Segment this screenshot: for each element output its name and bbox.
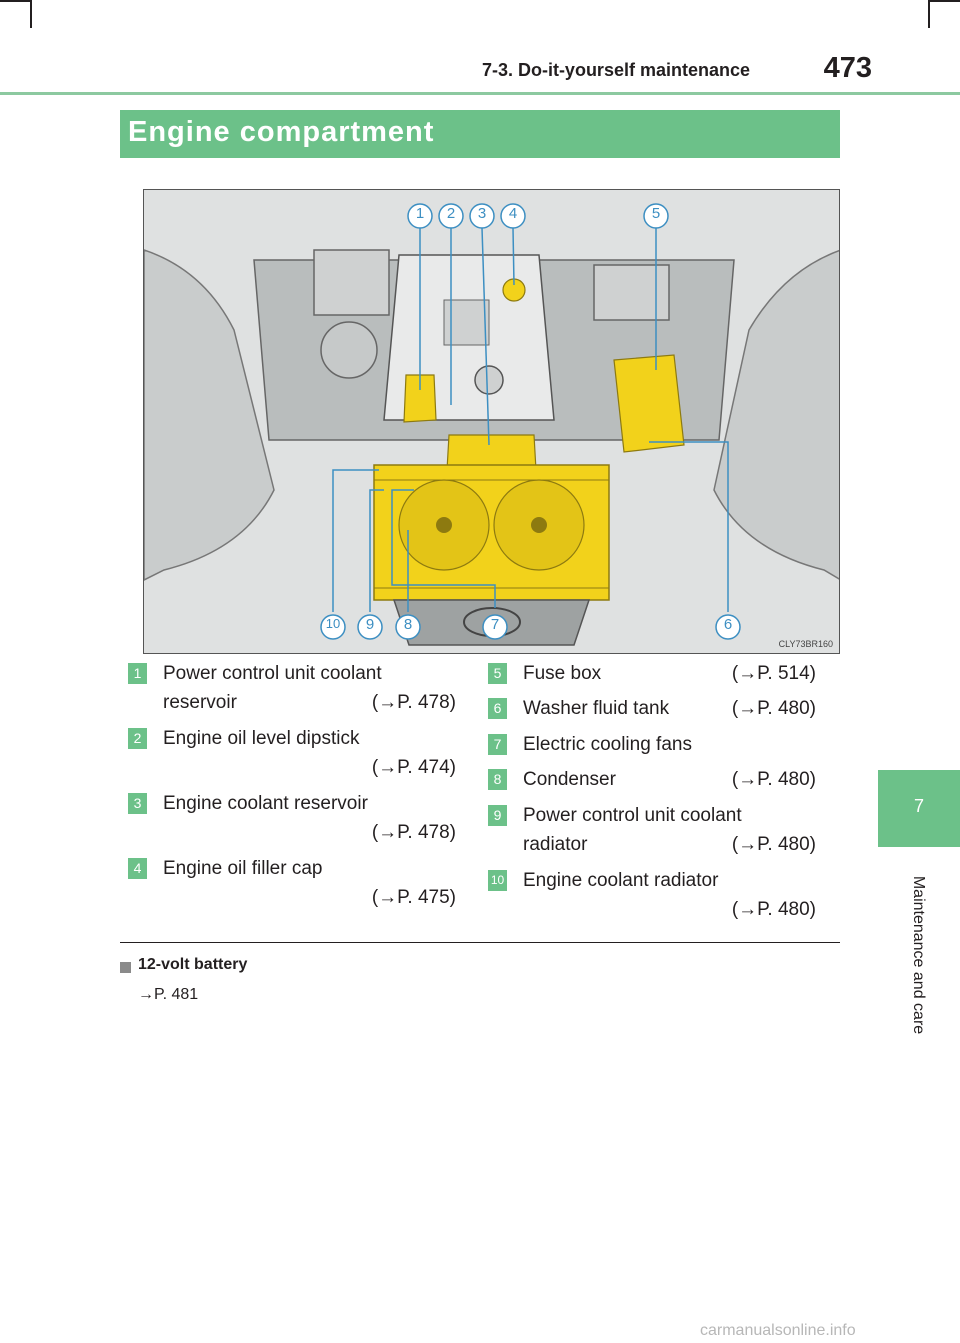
engine-drawing (144, 190, 839, 653)
engine-illustration: 1 2 3 4 5 6 7 8 9 10 CLY73BR160 (143, 189, 840, 654)
page-reference: (→P. 475) (371, 887, 456, 908)
crop-mark (0, 0, 30, 2)
header-section-title: 7-3. Do-it-yourself maintenance (481, 60, 750, 80)
note-bullet-icon (120, 962, 131, 973)
section-title: Engine compartment (128, 116, 435, 148)
callout-label: 1 (415, 205, 425, 222)
header-rule (0, 92, 960, 95)
page-reference: (→P. 478) (371, 822, 456, 843)
crop-mark (930, 0, 960, 2)
chapter-side-label: Maintenance and care (906, 855, 930, 1055)
crop-mark (30, 0, 32, 28)
legend-number-badge: 6 (488, 698, 507, 719)
legend-number-badge: 9 (488, 805, 507, 826)
callout-label: 3 (477, 205, 487, 222)
chapter-number: 7 (913, 796, 924, 816)
callout-label: 8 (403, 616, 413, 633)
page-reference: (→P. 474) (371, 757, 456, 778)
note-title: 12-volt battery (138, 956, 248, 973)
legend-item-text: Power control unit coolant (163, 663, 382, 684)
legend-item-text: Fuse box (523, 663, 602, 684)
legend-item-text: Power control unit coolant (523, 805, 742, 826)
page-reference: (→P. 480) (731, 899, 816, 920)
crop-mark (928, 0, 930, 28)
legend-number-badge: 1 (128, 663, 147, 684)
callout-label: 9 (365, 616, 375, 633)
page-reference: (→P. 480) (731, 769, 816, 790)
legend-number-badge: 3 (128, 793, 147, 814)
legend-number-badge: 7 (488, 734, 507, 755)
legend-item-text: Engine oil filler cap (163, 858, 323, 879)
section-header-bar: Engine compartment (120, 110, 840, 158)
legend-item-text: Engine coolant radiator (523, 870, 719, 891)
callout-label: 6 (723, 616, 733, 633)
legend-number-badge: 8 (488, 769, 507, 790)
page-number: 473 (823, 52, 872, 84)
legend-item-text: Washer fluid tank (523, 698, 670, 719)
legend-number-badge: 5 (488, 663, 507, 684)
section-divider (120, 942, 840, 943)
page-reference: (→P. 480) (731, 834, 816, 855)
legend-item-text: Engine coolant reservoir (163, 793, 368, 814)
legend-item-text: Condenser (523, 769, 616, 790)
legend-number-badge: 4 (128, 858, 147, 879)
page-reference: (→P. 480) (731, 698, 816, 719)
callout-label: 10 (325, 616, 341, 631)
callout-label: 7 (490, 616, 500, 633)
page-reference: (→P. 514) (731, 663, 816, 684)
chapter-title: Maintenance and care (910, 875, 927, 1035)
legend-item-text: reservoir (163, 692, 237, 713)
callout-label: 4 (508, 205, 518, 222)
legend-item-text: Electric cooling fans (523, 734, 692, 755)
legend-number-badge: 2 (128, 728, 147, 749)
legend-item-text: radiator (523, 834, 588, 855)
legend-number-badge: 10 (488, 870, 507, 891)
illustration-code: CLY73BR160 (778, 639, 833, 649)
legend-item-text: Engine oil level dipstick (163, 728, 360, 749)
page-reference: (→P. 478) (371, 692, 456, 713)
note-page-link[interactable]: →P. 481 (138, 986, 199, 1003)
chapter-tab: 7 (878, 770, 960, 847)
watermark: carmanualsonline.info (700, 1322, 856, 1339)
callout-label: 2 (446, 205, 456, 222)
callout-label: 5 (651, 205, 661, 222)
